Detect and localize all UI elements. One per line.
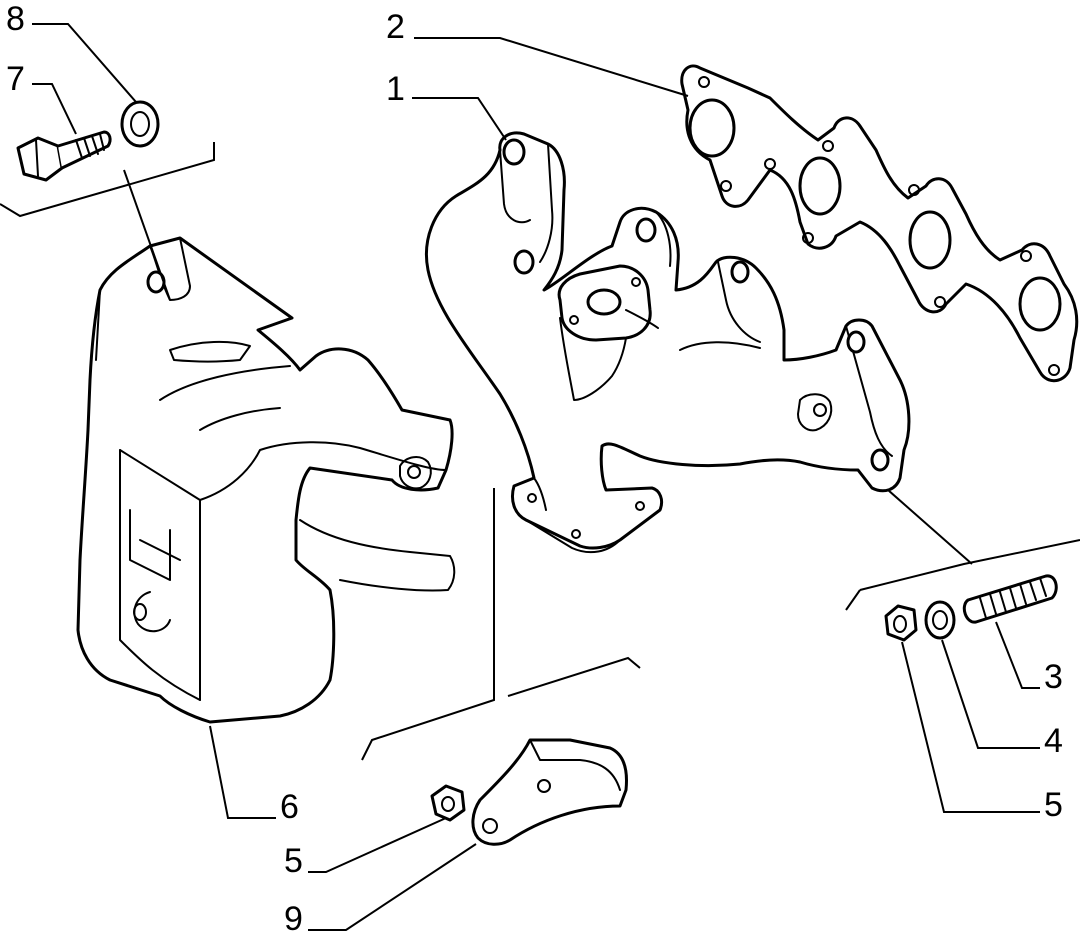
washer [120,100,160,148]
bolt [16,130,112,182]
callout-3: 3 [1044,658,1063,696]
callout-5-bottom: 5 [284,842,303,880]
bracket [471,738,628,846]
heat-shield [76,236,456,724]
nut-right [884,604,918,642]
leader-lines [0,23,1080,931]
callout-7: 7 [6,60,25,98]
callout-5-right: 5 [1044,786,1063,824]
callout-8: 8 [6,0,25,38]
callout-6: 6 [280,788,299,826]
exhaust-manifold [424,131,911,554]
callout-2: 2 [386,8,405,46]
callout-numbers: 8 7 2 1 6 3 4 5 5 9 [6,0,1063,933]
callout-1: 1 [386,70,405,108]
nut-bottom [430,784,466,822]
washer-4 [924,600,956,640]
callout-9: 9 [284,900,303,933]
manifold-gasket [680,64,1079,383]
stud [962,574,1058,624]
callout-4: 4 [1044,722,1063,760]
